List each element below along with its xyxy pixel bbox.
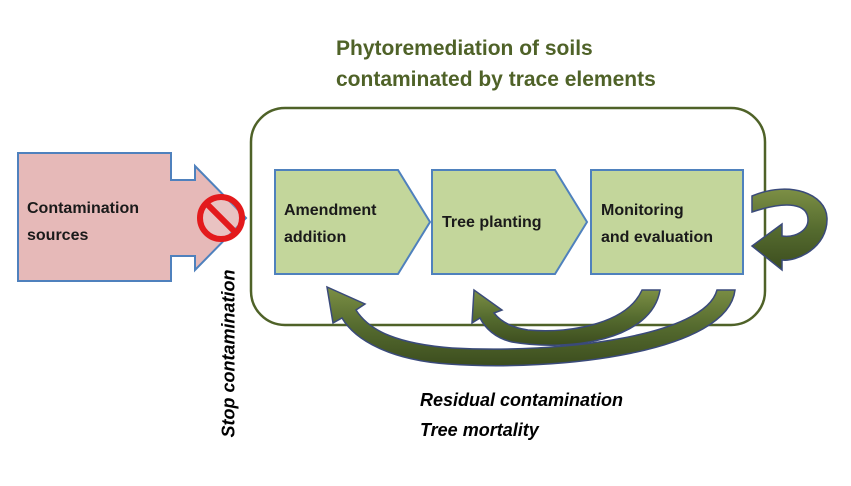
contamination-sources-line-1: Contamination — [27, 200, 139, 217]
diagram-title-line-1: Phytoremediation of soils — [336, 37, 593, 60]
stop-contamination-label: Stop contamination — [218, 269, 239, 438]
step-monitoring-line-1: Monitoring — [601, 202, 684, 219]
contamination-sources-line-2: sources — [27, 227, 89, 244]
tree-mortality-label: Tree mortality — [420, 420, 539, 440]
no-entry-icon — [197, 194, 245, 242]
step-amendment-line-2: addition — [284, 229, 347, 246]
feedback-arrow-amendment — [326, 285, 736, 367]
feedback-arrow-tree-planting — [471, 288, 661, 346]
contamination-sources-label: Contamination sources — [27, 195, 139, 249]
contamination-source-arrow — [17, 152, 248, 282]
step-amendment-line-1: Amendment — [284, 202, 377, 219]
step-amendment-shape — [274, 169, 432, 275]
step-monitoring-label: Monitoring and evaluation — [601, 197, 713, 251]
residual-contamination-label: Residual contamination — [420, 390, 624, 410]
step-tree-planting-label: Tree planting — [442, 214, 542, 231]
diagram-title-line-2: contaminated by trace elements — [336, 68, 656, 91]
step-monitoring-line-2: and evaluation — [601, 229, 714, 246]
step-monitoring-shape — [590, 169, 744, 275]
monitoring-loop-arrow — [750, 188, 828, 272]
step-amendment-label: Amendment addition — [284, 197, 376, 251]
step-tree-planting-shape — [431, 169, 589, 275]
